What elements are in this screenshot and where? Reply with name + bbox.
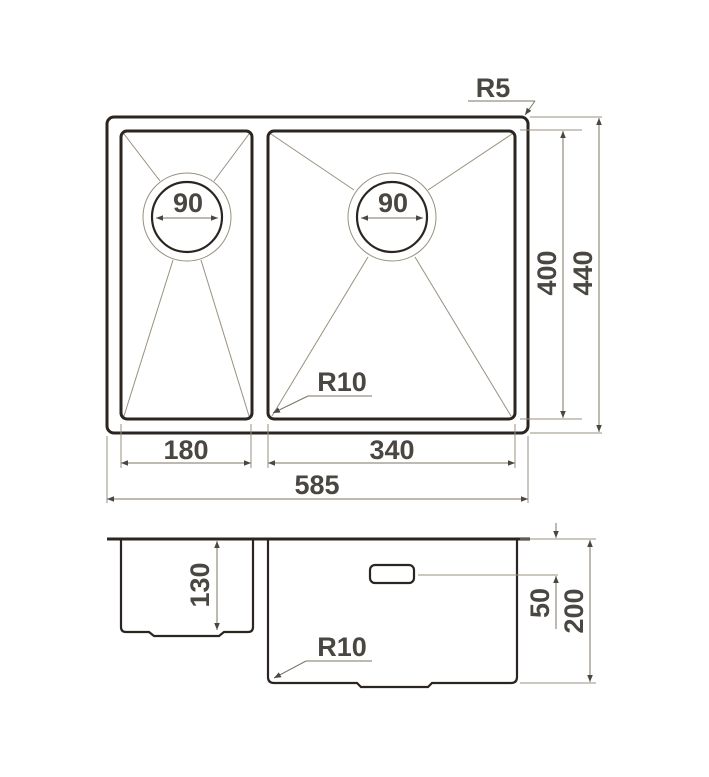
right-bowl-slope-lines <box>270 133 513 417</box>
side-radius-callout: R10 <box>273 632 372 679</box>
side-dimensions: 130 50 200 <box>185 523 596 684</box>
right-bowl-outline <box>266 129 517 421</box>
right-bowl-width-label: 340 <box>369 435 414 465</box>
inner-radius-callout: R10 <box>272 367 372 414</box>
top-view: 90 90 R5 R10 <box>105 73 602 503</box>
width-dimensions: 180 340 585 <box>106 424 529 503</box>
overflow-slot <box>368 563 416 585</box>
side-radius-label: R10 <box>317 632 367 662</box>
left-drain: 90 <box>142 172 232 262</box>
side-view: 130 50 200 R10 <box>107 523 596 689</box>
inner-depth-label: 400 <box>532 250 562 295</box>
sink-outer-outline <box>105 115 530 435</box>
right-bowl-height-label: 200 <box>559 588 589 633</box>
overall-depth-label: 440 <box>568 250 598 295</box>
overflow-offset-label: 50 <box>525 588 555 618</box>
left-bowl-outline <box>119 129 254 421</box>
right-drain-diameter-label: 90 <box>378 188 408 218</box>
depth-dimensions: 400 440 <box>520 116 602 434</box>
right-drain: 90 <box>347 172 437 262</box>
left-drain-diameter-label: 90 <box>173 188 203 218</box>
right-bowl-profile <box>266 539 519 689</box>
left-bowl-height-label: 130 <box>185 562 215 607</box>
left-bowl-slope-lines <box>123 133 250 417</box>
left-bowl-width-label: 180 <box>163 435 208 465</box>
left-bowl-profile <box>119 539 255 638</box>
corner-radius-callout: R5 <box>468 73 536 116</box>
corner-radius-label: R5 <box>476 73 511 103</box>
inner-radius-label: R10 <box>317 367 367 397</box>
overall-width-label: 585 <box>294 470 339 500</box>
